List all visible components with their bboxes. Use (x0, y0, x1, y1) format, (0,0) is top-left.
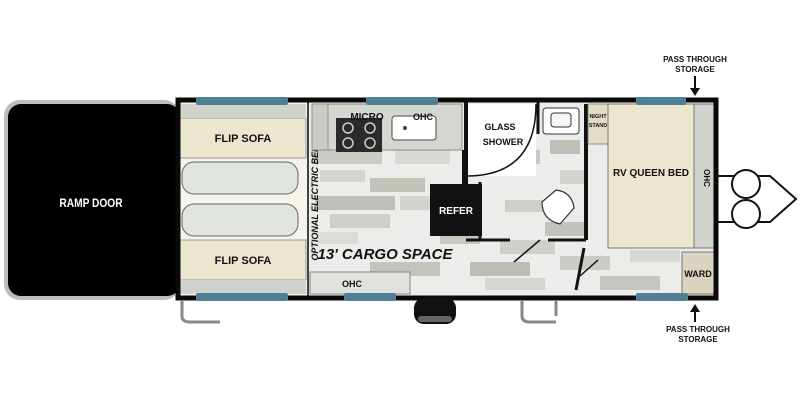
pass-through-bottom-label-2: STORAGE (678, 335, 718, 344)
pass-through-top-label-1: PASS THROUGH (663, 55, 727, 64)
bathroom: GLASS SHOWER (464, 102, 599, 291)
arrow-down-icon (690, 88, 700, 96)
arrow-up-icon (690, 304, 700, 312)
micro-label: MICRO (350, 112, 384, 123)
ohc-bedroom-label: OHC (702, 169, 711, 187)
kitchen-sink (391, 115, 437, 141)
pass-through-storage-top: PASS THROUGH STORAGE (663, 55, 727, 96)
window (636, 97, 686, 105)
night-stand-label-1: NIGHT (589, 114, 607, 120)
optional-electric-bed-label: OPTIONAL ELECTRIC BED (310, 145, 320, 261)
ramp-door: RAMP DOOR (4, 100, 180, 300)
window (196, 293, 288, 301)
bedroom: NIGHT STAND RV QUEEN BED OHC WARD (587, 103, 715, 295)
ramp-door-label: RAMP DOOR (59, 197, 122, 210)
kitchen: MICRO OHC (311, 103, 463, 152)
table-bottom (181, 203, 299, 237)
glass-shower-label-2: SHOWER (483, 137, 524, 147)
ward-label: WARD (684, 269, 712, 279)
rv-queen-bed (607, 103, 695, 249)
table-top (181, 161, 299, 195)
pass-through-bottom-label-1: PASS THROUGH (666, 325, 730, 334)
glass-shower-label-1: GLASS (484, 122, 515, 132)
window (636, 293, 688, 301)
outer-walls (175, 97, 719, 301)
ohc-kitchen-label: OHC (413, 112, 434, 122)
flip-sofa-top-label: FLIP SOFA (215, 133, 272, 145)
night-stand-label-2: STAND (589, 123, 608, 129)
window (196, 97, 288, 105)
propane-tank (731, 199, 761, 229)
hitch (716, 169, 798, 229)
flip-sofa-top (179, 117, 307, 159)
window (366, 97, 438, 105)
wardrobe (681, 251, 715, 295)
toilet (541, 189, 575, 225)
cargo-space-label: 13' CARGO SPACE (318, 246, 454, 263)
flip-sofa-bottom-label: FLIP SOFA (215, 255, 272, 267)
exterior-details (180, 298, 558, 324)
refer-label: REFER (439, 206, 474, 217)
windows (196, 97, 688, 301)
flip-sofa-bottom (179, 239, 307, 281)
stove (336, 118, 382, 152)
propane-tank (731, 169, 761, 199)
window (344, 293, 396, 301)
bottom-ohc: OHC (309, 271, 411, 295)
ohc-bottom-label: OHC (342, 279, 363, 289)
pass-through-top-label-2: STORAGE (675, 65, 715, 74)
lounge-area: FLIP SOFA FLIP SOFA OPTIONAL ELECTRIC BE… (179, 103, 320, 296)
rv-queen-bed-label: RV QUEEN BED (613, 168, 689, 179)
pass-through-storage-bottom: PASS THROUGH STORAGE (666, 304, 730, 344)
